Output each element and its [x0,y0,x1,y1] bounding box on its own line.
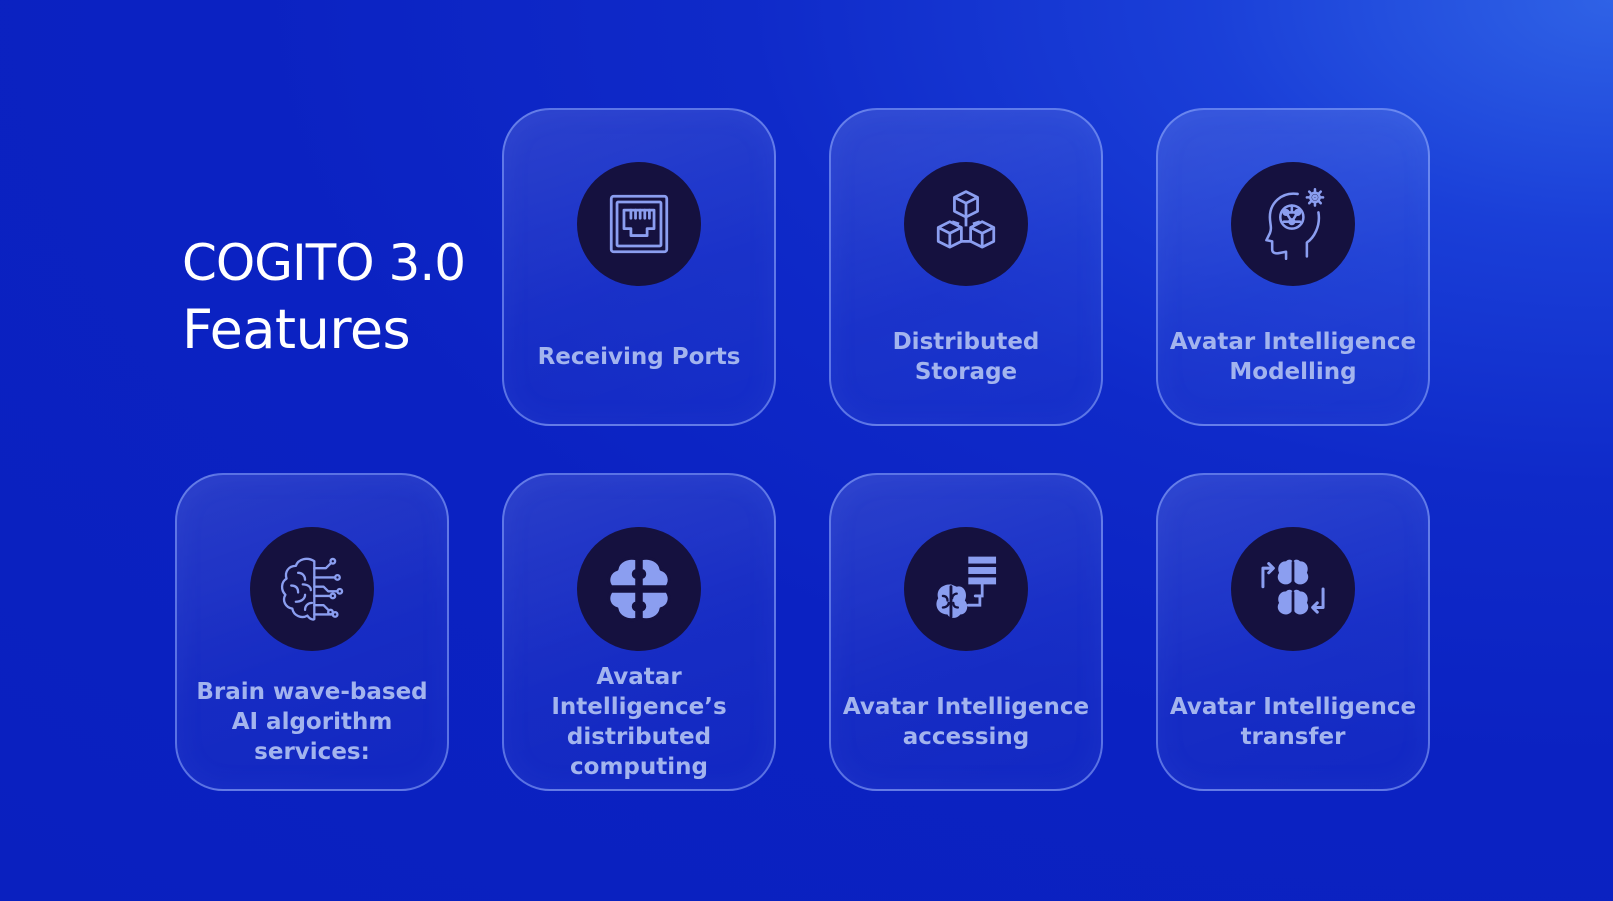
feature-card-distributed-computing: Avatar Intelligence’s distributed comput… [502,473,776,791]
circuit-brain-icon [250,527,374,651]
title-line-1: COGITO 3.0 [182,234,466,292]
feature-label: Avatar Intelligence transfer [1169,694,1417,750]
puzzle-brain-icon [577,527,701,651]
feature-label: Avatar Intelligence accessing [842,694,1090,750]
feature-label: Brain wave-based AI algorithm services: [196,679,428,765]
page-title: COGITO 3.0 Features [182,232,466,366]
feature-label: Receiving Ports [537,344,741,370]
feature-card-intelligence-transfer: Avatar Intelligence transfer [1156,473,1430,791]
brain-server-icon [904,527,1028,651]
brain-transfer-icon [1231,527,1355,651]
feature-label: Avatar Intelligence Modelling [1169,329,1417,385]
ethernet-port-icon [577,162,701,286]
head-brain-gear-icon [1231,162,1355,286]
feature-label: Avatar Intelligence’s distributed comput… [551,664,727,780]
feature-card-receiving-ports: Receiving Ports [502,108,776,426]
feature-card-intelligence-accessing: Avatar Intelligence accessing [829,473,1103,791]
feature-card-distributed-storage: Distributed Storage [829,108,1103,426]
feature-label: Distributed Storage [892,329,1040,385]
cubes-network-icon [904,162,1028,286]
feature-card-brainwave-ai: Brain wave-based AI algorithm services: [175,473,449,791]
title-line-2: Features [182,298,411,361]
feature-card-avatar-modelling: Avatar Intelligence Modelling [1156,108,1430,426]
